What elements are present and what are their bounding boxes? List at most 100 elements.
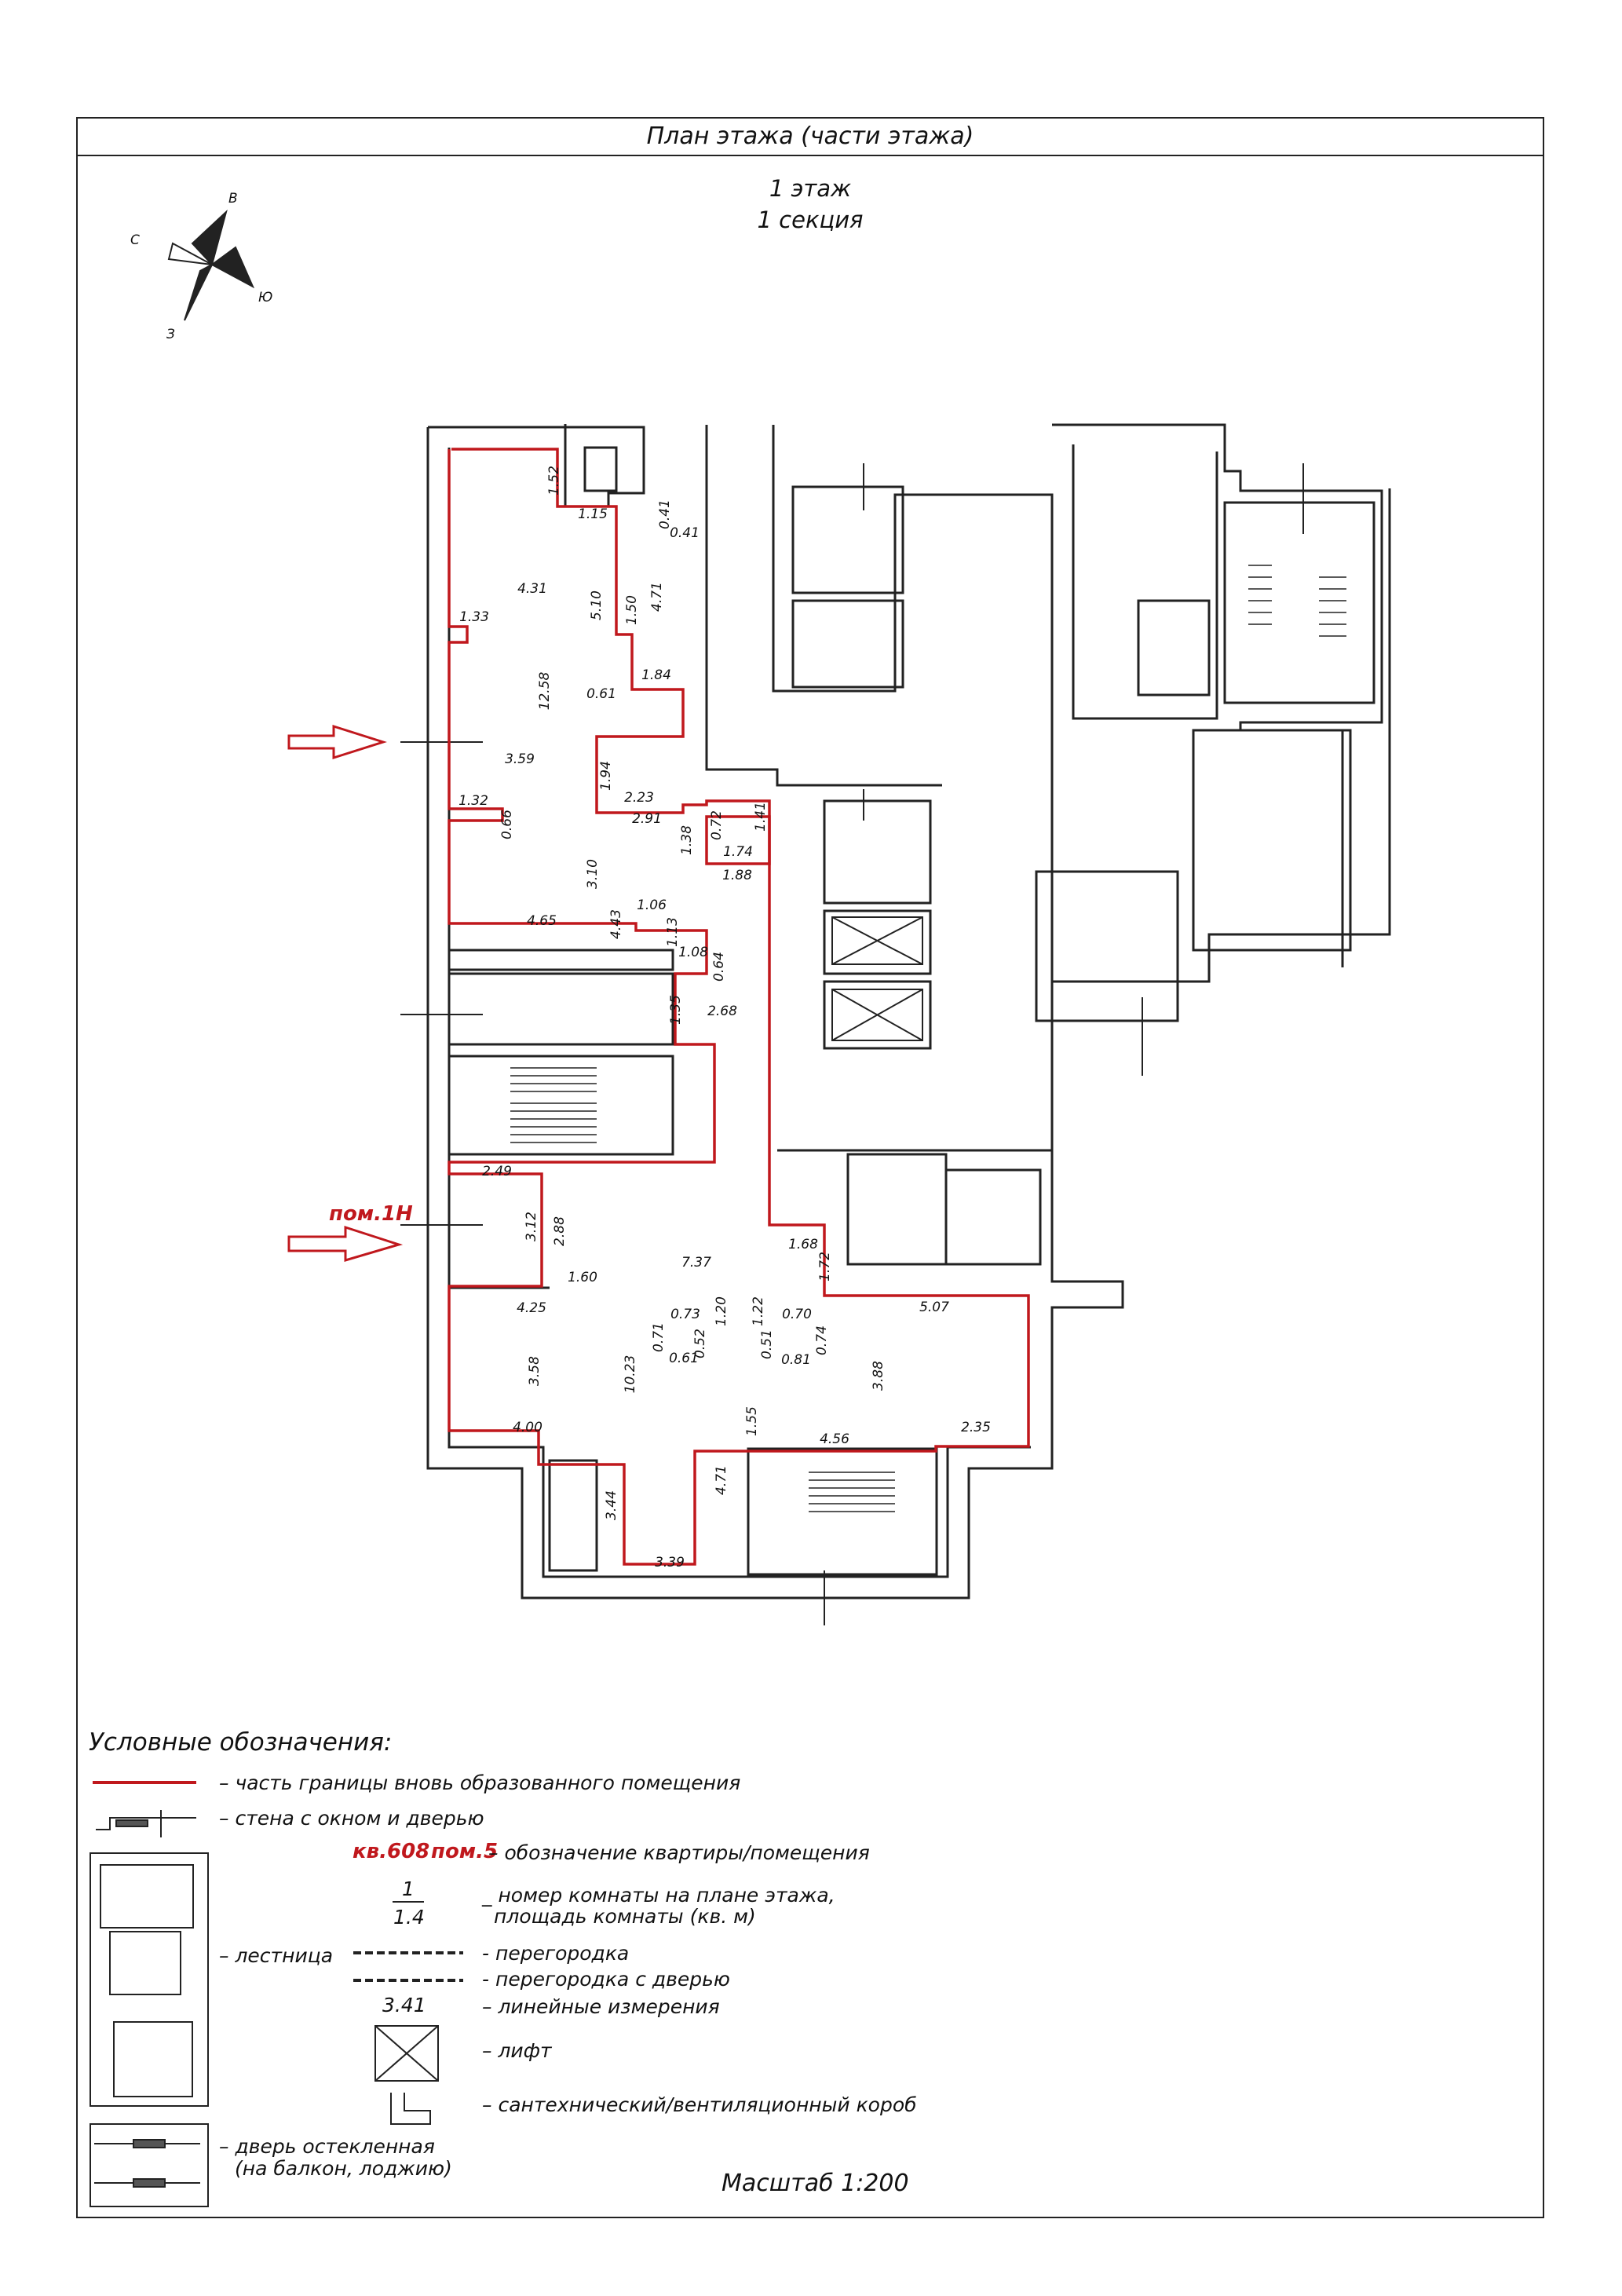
legend-title: Условные обозначения: [89, 1728, 393, 1757]
legend-stairs: – лестница [219, 1944, 334, 1967]
compass-label-w: С [130, 232, 140, 248]
building-walls [426, 423, 1391, 1600]
dimension-label: 4.00 [513, 1420, 542, 1435]
dimension-label: 1.15 [578, 506, 608, 522]
dimension-label: 1.84 [641, 667, 671, 683]
legend-apartment: – обозначение квартиры/помещения [488, 1841, 870, 1864]
dimension-label: 1.55 [744, 1406, 760, 1436]
room-box-2 [791, 599, 904, 689]
dimension-label: 2.91 [632, 811, 662, 827]
entrance-arrow-2 [287, 1225, 404, 1263]
legend-symbols [90, 1781, 463, 2207]
dimension-label: 0.81 [781, 1352, 811, 1368]
dimension-label: 4.71 [714, 1465, 729, 1495]
room-box-3 [823, 799, 932, 905]
dimension-label: 3.88 [871, 1361, 886, 1391]
dimension-label: 0.41 [657, 499, 673, 529]
legend-frac-num: 1 [402, 1877, 415, 1900]
new-premises-boundary [448, 448, 1030, 1566]
dimension-label: 0.51 [759, 1329, 775, 1359]
dimension-label: 1.06 [637, 898, 667, 913]
legend-room-number-2: площадь комнаты (кв. м) [494, 1905, 756, 1928]
south-column [548, 1459, 598, 1572]
dimension-label: 0.64 [711, 952, 727, 982]
inner-red-box [705, 815, 771, 865]
dimension-label: 0.72 [709, 810, 725, 840]
compass-label-s: З [166, 327, 175, 342]
compass-arrow-e [210, 246, 255, 289]
room-box-1 [791, 485, 904, 594]
dimension-label: 2.68 [707, 1004, 737, 1019]
legend-wall-symbol [96, 1817, 196, 1830]
shaft-nw [583, 446, 618, 492]
dimension-label: 0.70 [782, 1307, 812, 1322]
room-label-1n: пом.1Н [329, 1202, 413, 1226]
dimension-label: 1.33 [459, 609, 489, 625]
legend-wall: – стена с окном и дверью [219, 1807, 484, 1830]
west-duct [448, 949, 674, 971]
section-label: 1 секция [757, 207, 864, 233]
stair-treads [510, 565, 1346, 1512]
dimension-label: 0.52 [692, 1329, 708, 1358]
legend-door-box [90, 2123, 209, 2207]
legend-partition-door-label: - перегородка с дверью [482, 1968, 730, 1991]
legend-lift-label: – лифт [482, 2039, 552, 2062]
dimension-label: 1.72 [817, 1252, 833, 1281]
dimension-label: 1.68 [788, 1237, 818, 1252]
west-core-top [448, 972, 674, 1046]
dimension-label: 3.59 [505, 751, 535, 767]
legend-frac-den: 1.4 [393, 1906, 425, 1929]
scale-label: Масштаб 1:200 [721, 2170, 909, 2197]
small-box-east [1137, 599, 1211, 696]
dimension-label: 1.08 [678, 945, 708, 960]
compass-rose [167, 209, 255, 321]
legend-room-number-1: _ номер комнаты на плане этажа, [482, 1884, 835, 1907]
dimension-label: 0.41 [670, 525, 700, 541]
dimension-label: 1.20 [714, 1296, 729, 1326]
compass-label-n: В [228, 191, 238, 207]
room-box-5 [944, 1168, 1042, 1266]
dimension-label: 1.50 [624, 595, 640, 625]
dimension-label: 5.10 [589, 590, 605, 620]
dimension-label: 1.52 [546, 466, 562, 495]
outer-wall-south [426, 427, 1391, 1600]
dimension-label: 3.39 [655, 1555, 685, 1570]
dimension-label: 4.56 [820, 1431, 849, 1447]
legend-shaft-label: – сантехнический/вентиляционный короб [482, 2093, 917, 2116]
dimension-label: 4.43 [608, 909, 624, 939]
dimension-label: 5.07 [919, 1300, 949, 1315]
dimension-label: 0.73 [670, 1307, 700, 1322]
dimension-label: 4.25 [517, 1300, 546, 1316]
lift-symbol-2 [831, 989, 923, 1041]
dimension-label: 1.32 [458, 793, 488, 809]
central-core-wall [772, 425, 1054, 1152]
dimension-label: 1.88 [722, 868, 752, 883]
dimension-label: 0.74 [814, 1325, 830, 1355]
core-west-wall [705, 425, 942, 787]
legend-dim-sample: 3.41 [382, 1994, 426, 2016]
dimension-label: 1.41 [753, 802, 769, 832]
sheet-title: План этажа (части этажа) [78, 119, 1543, 156]
room-box-6 [1035, 870, 1179, 1022]
dimension-label: 1.74 [723, 844, 753, 860]
dimension-label: 4.31 [517, 581, 547, 597]
dimension-label: 0.61 [669, 1351, 699, 1366]
dimension-label: 3.10 [585, 859, 601, 889]
legend-shaft [390, 2093, 431, 2125]
dimension-label: 1.13 [665, 917, 681, 947]
dimension-label: 1.35 [668, 995, 684, 1025]
room-box-7 [1192, 729, 1352, 952]
legend-lift [374, 2025, 439, 2082]
legend-linear: – линейные измерения [482, 1995, 720, 2018]
dimension-label: 10.23 [623, 1355, 638, 1394]
lift-symbols [831, 916, 923, 1041]
grid-axis-ticks [400, 463, 1304, 1625]
dimension-label: 0.71 [651, 1322, 667, 1352]
entrance-arrow-1 [287, 724, 387, 760]
legend-partition-label: - перегородка [482, 1942, 630, 1965]
legend-border: – часть границы вновь образованного поме… [219, 1771, 741, 1794]
dimension-label: 12.58 [537, 671, 553, 710]
dimension-label: 2.35 [961, 1420, 991, 1435]
dimension-label: 1.60 [568, 1270, 597, 1285]
